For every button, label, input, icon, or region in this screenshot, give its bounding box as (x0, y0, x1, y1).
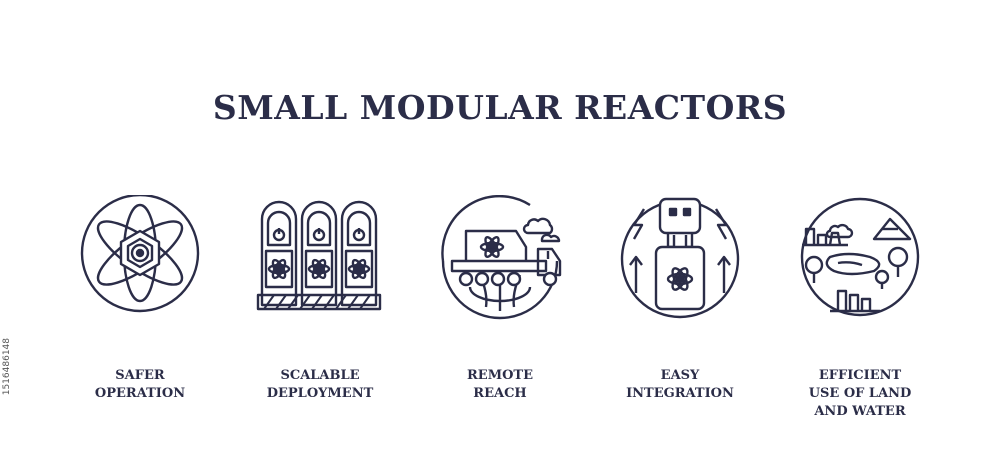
benefit-label: SCALABLE DEPLOYMENT (266, 368, 374, 401)
benefit-efficient-land-water: EFFICIENT USE OF LAND AND WATER (775, 195, 945, 419)
page-title: SMALL MODULAR REACTORS (212, 88, 788, 127)
landscape-icon (790, 195, 930, 335)
benefit-remote-reach: REMOTE REACH (415, 195, 585, 401)
benefit-label: REMOTE REACH (466, 368, 533, 401)
benefit-safer-operation: SAFER OPERATION (55, 195, 225, 401)
atom-icon (70, 195, 210, 335)
benefit-label: EFFICIENT USE OF LAND AND WATER (808, 368, 912, 419)
stock-id-watermark: 1516486148 (2, 338, 12, 396)
benefit-easy-integration: EASY INTEGRATION (595, 195, 765, 401)
truck-globe-icon (430, 195, 570, 335)
benefit-scalable-deployment: SCALABLE DEPLOYMENT (235, 195, 405, 401)
modular-units-icon (250, 200, 390, 335)
benefit-label: EASY INTEGRATION (626, 368, 734, 401)
power-plug-icon (610, 195, 750, 335)
benefit-label: SAFER OPERATION (94, 368, 186, 401)
